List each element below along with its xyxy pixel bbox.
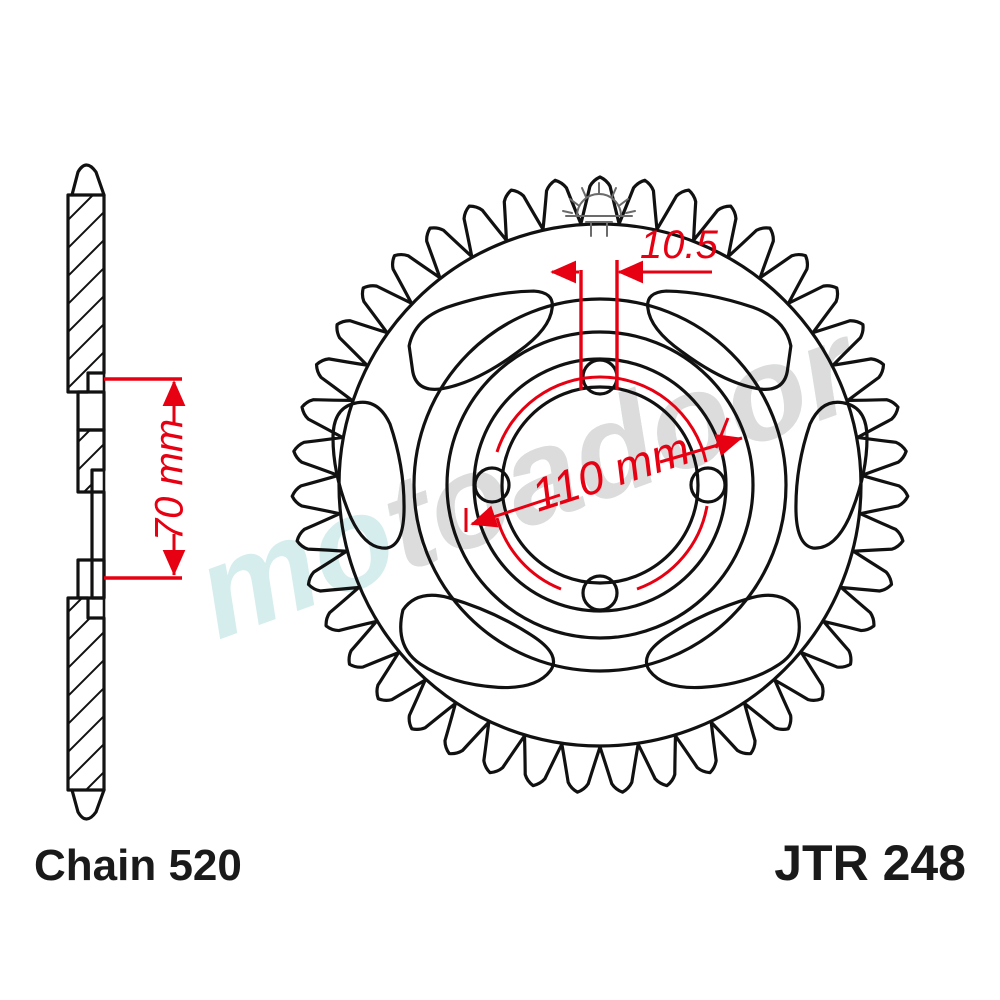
bolt-hole-left	[473, 466, 511, 504]
hub-flange-circle	[445, 330, 755, 640]
dim-110-leader-right	[659, 434, 743, 464]
bolt-circle-arc-lower-left	[495, 517, 562, 591]
bolt-hole-right	[689, 466, 727, 504]
dimension-70mm: 70 mm	[104, 377, 192, 580]
cutout-upper-left	[407, 289, 554, 391]
dimension-10-5: 10.5	[550, 223, 719, 390]
caption-chain: Chain 520	[34, 841, 242, 890]
dim-110-leader-left	[470, 493, 561, 528]
sprocket-teeth-outline	[290, 175, 910, 794]
bolt-circle-arc-upper-right	[599, 375, 708, 463]
bolt-circle-arc-lower-right	[636, 505, 709, 591]
caption-part-number: JTR 248	[774, 835, 966, 891]
center-bore-circle	[500, 385, 700, 585]
cutout-upper-right	[646, 289, 793, 391]
dim-110-tick-right	[714, 417, 730, 449]
side-view-group	[66, 163, 106, 821]
cutout-lower-right	[644, 593, 801, 690]
dim-105-label: 10.5	[640, 223, 719, 267]
dim-70-label: 70 mm	[148, 419, 192, 541]
body-outer-circle	[412, 297, 788, 673]
hatch-top	[68, 195, 104, 392]
bolt-hole-bottom	[581, 574, 619, 612]
hatch-mid-upper	[78, 430, 104, 492]
cutout-left	[331, 400, 406, 550]
machining-sun-symbol-icon	[562, 182, 636, 237]
lightening-cutouts-group	[331, 289, 869, 690]
bolt-circle-arc-upper-left	[495, 375, 601, 453]
cutout-right	[794, 400, 869, 550]
hatch-bottom	[68, 598, 104, 790]
cutout-lower-left	[399, 593, 556, 690]
